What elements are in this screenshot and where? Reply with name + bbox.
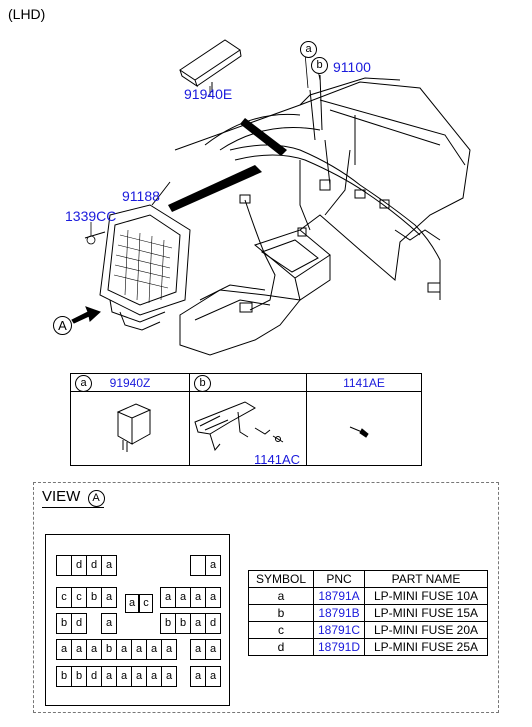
fuse-legend-table: SYMBOL PNC PART NAME a 18791A LP-MINI FU… (248, 570, 488, 656)
fuse-slot: a (205, 587, 221, 608)
fuse-slot: d (86, 666, 102, 687)
fuse-slot: d (71, 613, 87, 634)
fuse-slot: b (71, 666, 87, 687)
fuse-slot: a (116, 639, 132, 660)
fuse-legend-pnc: 18791D (313, 638, 365, 656)
fuse-slot (56, 555, 72, 576)
parts-col-b-header: b (190, 374, 306, 392)
fuse-slot (190, 555, 206, 576)
fuse-legend-pnc: 18791A (313, 587, 365, 605)
parts-illustrations (116, 401, 369, 452)
fuse-legend-partname: LP-MINI FUSE 15A (364, 604, 488, 622)
fuse-slot: a (71, 639, 87, 660)
parts-col-b: b (189, 373, 307, 466)
parts-col-a-symbol: a (75, 375, 92, 392)
fuse-legend-header-pnc: PNC (313, 570, 365, 588)
fuse-slot: d (71, 555, 87, 576)
fuse-slot: a (161, 639, 177, 660)
view-title: VIEW A (42, 488, 105, 507)
fuse-slot: b (101, 639, 117, 660)
label-1339cc: 1339CC (65, 208, 117, 224)
harness-illustration (71, 39, 471, 356)
label-1141ac: 1141AC (254, 452, 301, 467)
label-91940e: 91940E (184, 86, 233, 102)
fuse-legend-partname: LP-MINI FUSE 10A (364, 587, 488, 605)
parts-table: a 91940Z b 1141AE (70, 373, 422, 466)
fuse-legend-header: SYMBOL PNC PART NAME (248, 570, 488, 588)
parts-col-a-pnc: 91940Z (109, 376, 151, 390)
parts-col-b-symbol: b (194, 375, 211, 392)
fuse-slot: a (131, 666, 147, 687)
view-a-box: VIEW A (33, 482, 499, 713)
fuse-slot: a (116, 666, 132, 687)
fuse-slot: a (190, 613, 206, 634)
fuse-legend-header-symbol: SYMBOL (248, 570, 314, 588)
fuse-slot: a (161, 666, 177, 687)
fuse-slot: c (56, 587, 72, 608)
view-title-text: VIEW (42, 488, 81, 505)
fuse-legend-header-partname: PART NAME (364, 570, 488, 588)
parts-col-c-pnc: 1141AE (343, 376, 385, 390)
fuse-slot: a (146, 639, 162, 660)
fuse-slot: a (101, 555, 117, 576)
view-title-underline (42, 507, 104, 508)
fuse-legend-row: d 18791D LP-MINI FUSE 25A (248, 638, 488, 656)
fuse-box-layout: d d a a c c b a a c a a a a b d a b b a … (45, 534, 230, 706)
fuse-slot: a (101, 666, 117, 687)
callout-b-marker: b (311, 57, 328, 74)
fuse-slot: a (86, 639, 102, 660)
fuse-slot: a (146, 666, 162, 687)
fuse-slot: a (190, 666, 206, 687)
fuse-slot: a (101, 587, 117, 608)
fuse-slot: a (205, 666, 221, 687)
parts-col-c-header: 1141AE (307, 374, 421, 392)
fuse-slot: d (86, 555, 102, 576)
fuse-slot: a (205, 639, 221, 660)
fuse-slot: a (125, 594, 139, 613)
fuse-slot: a (160, 587, 176, 608)
fuse-slot: c (71, 587, 87, 608)
parts-col-c: 1141AE (306, 373, 422, 466)
fuse-slot: c (139, 594, 153, 613)
fuse-legend-partname: LP-MINI FUSE 20A (364, 621, 488, 639)
label-91188: 91188 (122, 188, 160, 204)
label-91100: 91100 (333, 59, 371, 75)
fuse-legend-pnc: 18791C (313, 621, 365, 639)
fuse-slot: b (86, 587, 102, 608)
view-a-marker: A (53, 316, 72, 335)
fuse-slot: a (190, 639, 206, 660)
fuse-slot: a (175, 587, 191, 608)
fuse-slot: a (101, 613, 117, 634)
fuse-legend-row: b 18791B LP-MINI FUSE 15A (248, 604, 488, 622)
fuse-slot: b (56, 666, 72, 687)
view-title-marker: A (87, 490, 105, 507)
fuse-legend-row: c 18791C LP-MINI FUSE 20A (248, 621, 488, 639)
fuse-slot: b (160, 613, 176, 634)
fuse-slot: d (205, 613, 221, 634)
fuse-legend-symbol: c (248, 621, 314, 639)
fuse-slot: b (56, 613, 72, 634)
fuse-legend-partname: LP-MINI FUSE 25A (364, 638, 488, 656)
fuse-slot: b (175, 613, 191, 634)
fuse-slot: a (131, 639, 147, 660)
callout-a-marker: a (300, 41, 317, 58)
fuse-slot: a (205, 555, 221, 576)
fuse-legend-row: a 18791A LP-MINI FUSE 10A (248, 587, 488, 605)
fuse-legend-symbol: a (248, 587, 314, 605)
fuse-slot: a (56, 639, 72, 660)
parts-col-a-header: a 91940Z (71, 374, 189, 392)
fuse-legend-symbol: b (248, 604, 314, 622)
variant-label: (LHD) (8, 6, 46, 22)
fuse-legend-symbol: d (248, 638, 314, 656)
fuse-slot: a (190, 587, 206, 608)
parts-table-header-rule (70, 391, 422, 392)
fuse-legend-pnc: 18791B (313, 604, 365, 622)
